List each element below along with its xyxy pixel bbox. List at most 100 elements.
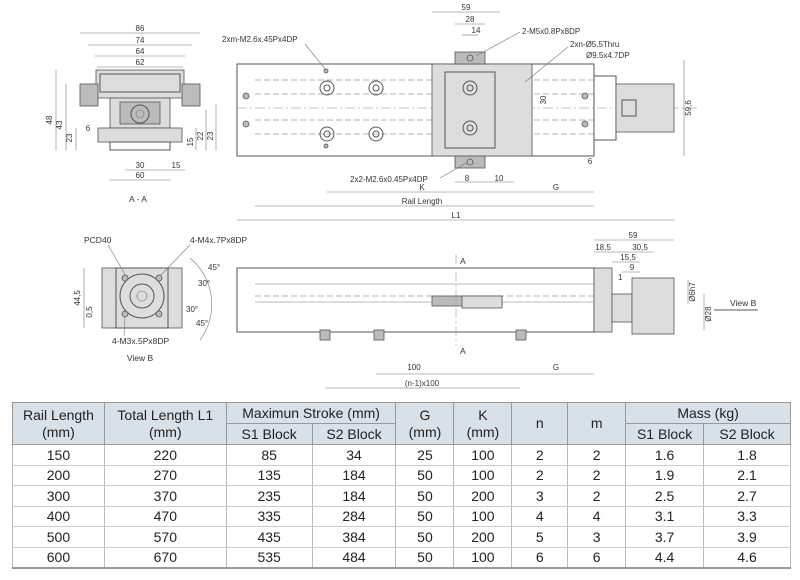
section-mark-bottom: A	[460, 346, 466, 356]
dim-30-bottom: 30	[136, 161, 145, 170]
note-m4: 4-M4x.7Px8DP	[190, 235, 247, 245]
side-view: A A 59 18,5 30,5 15,5 9 1 Ø6h7 Ø28 View …	[236, 231, 758, 389]
table-cell: 2.5	[625, 485, 705, 507]
table-cell: 235	[225, 485, 313, 507]
note-thru: 2xn-Ø5.5Thru	[570, 40, 619, 49]
table-cell: 535	[225, 547, 313, 569]
table-cell: 3	[567, 526, 627, 548]
dim-phi6: Ø6h7	[688, 282, 697, 302]
dim-48: 48	[45, 115, 54, 124]
header-stroke-s2: S2 Block	[311, 423, 397, 445]
table-cell: 284	[311, 506, 397, 527]
note-holes-top: 2xm-M2.6x.45Px4DP	[222, 35, 298, 44]
dim-74: 74	[136, 36, 145, 45]
table-cell: 4	[511, 506, 569, 527]
section-caption: A - A	[129, 194, 147, 204]
table-cell: 600	[12, 547, 105, 569]
table-cell: 200	[453, 526, 513, 548]
table-cell: 3.9	[703, 526, 791, 548]
table-cell: 500	[12, 526, 105, 548]
flange-view: PCD40 4-M4x.7Px8DP 4-M3x.5Px8DP View B 4…	[73, 235, 247, 363]
table-cell: 335	[225, 506, 313, 527]
table-cell: 1.8	[703, 444, 791, 466]
dim-30-5: 30,5	[632, 243, 648, 252]
dim-100: 100	[407, 363, 421, 372]
table-cell: 200	[453, 485, 513, 507]
header-rail-length: Rail Length(mm)	[12, 402, 105, 445]
table-cell: 100	[453, 444, 513, 466]
header-max-stroke: Maximun Stroke (mm)	[225, 402, 397, 424]
dim-6-top: 6	[588, 157, 593, 166]
section-mark-top: A	[460, 256, 466, 266]
dim-G-side: G	[553, 363, 559, 372]
dim-15-bottom: 15	[172, 161, 181, 170]
note-m5: 2-M5x0.8Px8DP	[522, 27, 580, 36]
top-view: 59 28 14 30 59,6 6 8 10 K G Rail Length …	[222, 3, 700, 221]
dim-64: 64	[136, 47, 145, 56]
table-cell: 4	[567, 506, 627, 527]
table-cell: 100	[453, 547, 513, 569]
table-cell: 1.9	[625, 465, 705, 486]
table-cell: 384	[311, 526, 397, 548]
table-cell: 1.6	[625, 444, 705, 466]
dim-8: 8	[465, 174, 470, 183]
header-m: m	[567, 402, 627, 445]
dim-n1x100: (n-1)x100	[405, 379, 440, 388]
table-cell: 100	[453, 465, 513, 486]
header-total-length: Total Length L1(mm)	[103, 402, 227, 445]
note-pcd: PCD40	[84, 235, 112, 245]
table-cell: 2	[511, 465, 569, 486]
table-cell: 135	[225, 465, 313, 486]
note-holes-bottom: 2x2-M2.6x0.45Px4DP	[350, 175, 428, 184]
dim-G: G	[553, 183, 559, 192]
table-cell: 50	[395, 485, 455, 507]
angle-45-top: 45°	[208, 263, 220, 272]
table-cell: 2	[567, 444, 627, 466]
dim-rail-length: Rail Length	[402, 197, 442, 206]
table-cell: 435	[225, 526, 313, 548]
table-cell: 50	[395, 506, 455, 527]
dim-44-5: 44,5	[73, 290, 82, 306]
table-cell: 3.3	[703, 506, 791, 527]
table-cell: 5	[511, 526, 569, 548]
dim-6-left: 6	[86, 124, 91, 133]
dim-28-top: 28	[466, 15, 475, 24]
table-cell: 50	[395, 526, 455, 548]
table-cell: 270	[103, 465, 227, 486]
table-cell: 34	[311, 444, 397, 466]
table-cell: 3.7	[625, 526, 705, 548]
angle-30-bottom: 30°	[186, 305, 198, 314]
dim-59-top: 59	[462, 3, 471, 12]
table-cell: 220	[103, 444, 227, 466]
dim-30-side: 30	[539, 95, 548, 104]
header-mass-s1: S1 Block	[625, 423, 705, 445]
table-cell: 50	[395, 465, 455, 486]
table-cell: 4.4	[625, 547, 705, 569]
dim-43: 43	[55, 120, 64, 129]
table-cell: 400	[12, 506, 105, 527]
header-mass-s2: S2 Block	[703, 423, 791, 445]
table-cell: 6	[511, 547, 569, 569]
table-cell: 85	[225, 444, 313, 466]
dim-0-5: 0,5	[85, 306, 94, 318]
table-cell: 570	[103, 526, 227, 548]
table-cell: 6	[567, 547, 627, 569]
table-cell: 200	[12, 465, 105, 486]
table-cell: 100	[453, 506, 513, 527]
section-a-a-view: 86 74 64 62 48 43 23 6 15 22 23	[45, 24, 217, 204]
technical-drawing: 86 74 64 62 48 43 23 6 15 22 23	[45, 3, 758, 389]
dim-59-side: 59	[629, 231, 638, 240]
table-cell: 184	[311, 465, 397, 486]
dim-10: 10	[495, 174, 504, 183]
table-cell: 50	[395, 547, 455, 569]
table-cell: 25	[395, 444, 455, 466]
dim-59-6: 59,6	[684, 100, 693, 116]
dim-K: K	[419, 183, 425, 192]
spec-table: Rail Length(mm) Total Length L1(mm) Maxi…	[12, 402, 791, 569]
table-cell: 2.1	[703, 465, 791, 486]
dim-60-bottom: 60	[136, 171, 145, 180]
